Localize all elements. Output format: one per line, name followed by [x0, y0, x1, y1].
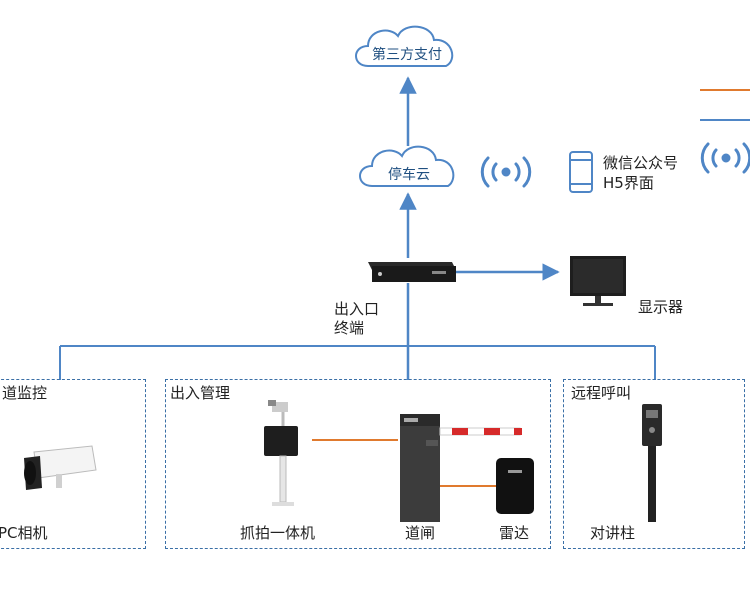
remote-call-title: 远程呼叫 [571, 384, 632, 402]
bullet-camera-icon [24, 445, 97, 490]
group-remote-call [563, 379, 745, 549]
third-party-pay-label: 第三方支付 [372, 47, 442, 63]
capture-camera-label: 抓拍一体机 [240, 524, 316, 542]
barrier-gate-label: 道闸 [405, 524, 436, 542]
entry-terminal-label-1: 出入口 [334, 300, 380, 318]
group-access-mgmt [165, 379, 551, 549]
intercom-pillar-label: 对讲柱 [590, 524, 636, 542]
lane-monitor-title: 道监控 [2, 384, 48, 402]
access-mgmt-title: 出入管理 [170, 384, 231, 402]
radar-icon [496, 458, 534, 514]
barrier-gate-icon [400, 414, 522, 522]
intercom-pillar-icon [642, 404, 662, 522]
cloud-icon [359, 145, 455, 187]
cloud-icon [355, 25, 454, 67]
terminal-box-icon [368, 262, 456, 282]
monitor-icon [570, 256, 626, 306]
phone-icon [569, 151, 593, 193]
radar-label: 雷达 [499, 524, 530, 542]
wechat-label-1: 微信公众号 [603, 154, 679, 172]
group-lane-monitor [0, 379, 146, 549]
pc-camera-label: PC相机 [0, 524, 48, 542]
capture-camera-icon [264, 400, 298, 506]
wireless-signal-icon [700, 142, 750, 174]
entry-terminal-label-2: 终端 [334, 319, 365, 337]
parking-cloud-label: 停车云 [388, 167, 430, 183]
monitor-label: 显示器 [638, 298, 684, 316]
wechat-label-2: H5界面 [603, 174, 654, 192]
wireless-signal-icon [480, 156, 532, 188]
